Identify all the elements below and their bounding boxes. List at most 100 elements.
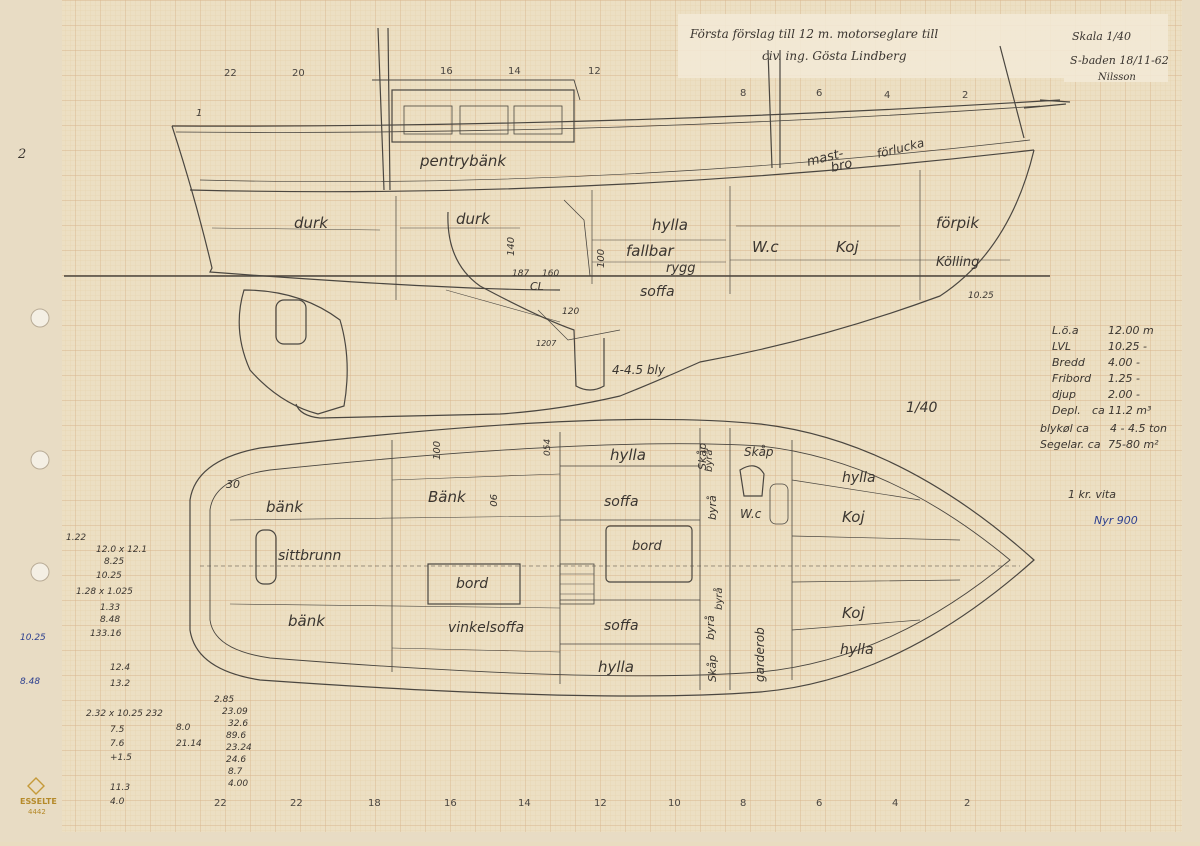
label-dim-100: 100 [596, 249, 607, 268]
label-kolling: Kölling [936, 255, 979, 270]
station-number: 2 [962, 90, 968, 101]
calc-line: 89.6 [226, 731, 246, 741]
label-hylla-fwd-bottom: hylla [840, 642, 874, 658]
calc-line: 24.6 [226, 755, 246, 765]
calc-line: 4.0 [110, 797, 125, 807]
label-scale-note: 1/40 [906, 400, 938, 416]
label-wc: W.c [752, 238, 779, 256]
label-bord-center: bord [632, 539, 663, 554]
main-mast [767, 49, 781, 169]
manufacturer-number: 4442 [28, 808, 46, 816]
station-number: 8 [740, 798, 746, 809]
label-byra-bottom: byrå [704, 615, 717, 640]
label-dim-30: 30 [226, 478, 240, 491]
calc-line: 1.28 x 1.025 [76, 587, 133, 597]
label-soffa-top: soffa [604, 494, 639, 510]
manufacturer-brand: ESSELTE [20, 797, 57, 806]
plan-labels: 30 bänk Bänk 90 sittbrunn bänk bord vink… [226, 439, 876, 682]
calc-line: 12.4 [110, 663, 130, 673]
punch-holes [30, 308, 50, 582]
station-number: 22 [290, 798, 303, 809]
label-rygg: rygg [666, 261, 696, 276]
label-dim-120: 120 [562, 307, 579, 317]
calc-line: 1.22 [66, 533, 86, 543]
label-forpik: förpik [936, 214, 980, 232]
label-dim-054: 054 [543, 439, 553, 456]
label-pentrybank: pentrybänk [419, 152, 507, 170]
station-number: 16 [444, 798, 457, 809]
calc-line: 7.5 [110, 725, 125, 735]
label-cl: CL [530, 280, 544, 293]
station-number: 16 [440, 66, 453, 77]
label-dim-90: 90 [487, 494, 498, 507]
calc-line: 2.85 [214, 695, 234, 705]
label-dim-1025: 10.25 [968, 291, 994, 301]
station-number: 12 [588, 66, 601, 77]
calc-line: 1.33 [100, 603, 120, 613]
label-soffa-bottom: soffa [604, 618, 639, 634]
spec-label: Bredd [1052, 356, 1086, 369]
bow-pulpit [999, 45, 1071, 139]
deck-outline [189, 418, 1035, 697]
stamp-box [1064, 14, 1168, 82]
calc-line: 32.6 [228, 719, 248, 729]
label-koj: Koj [836, 238, 859, 256]
station-number: 8 [740, 88, 746, 99]
label-bord-saloon: bord [456, 576, 488, 592]
saloon-table [427, 563, 521, 605]
spec-label: L.ö.a [1052, 324, 1079, 337]
plan-view [189, 418, 1035, 697]
spec-label: blykøl ca [1040, 422, 1089, 435]
spec-value: 12.00 m [1108, 324, 1154, 337]
station-numbers-bottom: 22 22 18 16 14 12 10 8 6 4 2 [214, 798, 970, 809]
label-dim-187: 187 [512, 269, 529, 279]
spec-label: LVL [1052, 340, 1071, 353]
specs-table: L.ö.a 12.00 m LVL 10.25 - Bredd 4.00 - F… [1040, 324, 1167, 451]
keel [447, 211, 605, 391]
station-number: 20 [292, 68, 305, 79]
label-skap-top-1: Skåp [696, 443, 709, 470]
spec-value: 4 - 4.5 ton [1110, 422, 1167, 435]
station-number: 14 [508, 66, 521, 77]
doghouse [391, 89, 575, 143]
side-note-line2: Nyr 900 [1094, 514, 1138, 527]
spec-label: Fribord [1052, 372, 1092, 385]
label-dim-1207: 1207 [536, 339, 557, 348]
label-dim-100: 100 [432, 441, 443, 460]
calc-line-blue: 8.48 [20, 677, 40, 687]
toilet [739, 465, 765, 497]
spec-label: Depl. [1052, 404, 1081, 417]
spec-label: Segelar. ca [1040, 438, 1101, 451]
stamp-date: S-baden 18/11-62 [1070, 54, 1169, 67]
label-durk-mid: durk [456, 210, 491, 228]
spec-value: 75-80 m² [1108, 438, 1159, 451]
calc-line: 23.09 [222, 707, 248, 717]
label-dim-140: 140 [506, 237, 517, 256]
calc-line: +1.5 [110, 753, 132, 763]
inner-outline [209, 443, 1011, 677]
label-vinkelsoffa: vinkelsoffa [448, 620, 524, 636]
calc-line: 21.14 [176, 739, 202, 749]
propeller-aperture [275, 299, 307, 345]
mizzen-mast [377, 27, 391, 191]
label-hylla: hylla [652, 216, 688, 234]
spec-value: ca 11.2 m³ [1092, 404, 1152, 417]
deck-line [189, 149, 1035, 193]
label-hylla-top: hylla [610, 446, 646, 464]
calc-line: 7.6 [110, 739, 125, 749]
label-hylla-bottom: hylla [598, 658, 634, 676]
station-number: 6 [816, 88, 822, 99]
center-table [605, 525, 693, 583]
station-number: 2 [964, 798, 970, 809]
calc-line: 10.25 [96, 571, 122, 581]
station-numbers-top: 22 20 16 14 12 8 6 4 2 [224, 66, 968, 101]
label-byra-bottom-2: byrå [712, 587, 725, 610]
stamp-scale: Skala 1/40 [1072, 30, 1131, 43]
label-sittbrunn: sittbrunn [278, 548, 341, 564]
calc-line: 13.2 [110, 679, 130, 689]
side-note: 1 kr. vita Nyr 900 [1068, 488, 1138, 527]
label-bank-port: bänk [288, 612, 326, 630]
label-hylla-fwd-top: hylla [842, 470, 876, 486]
